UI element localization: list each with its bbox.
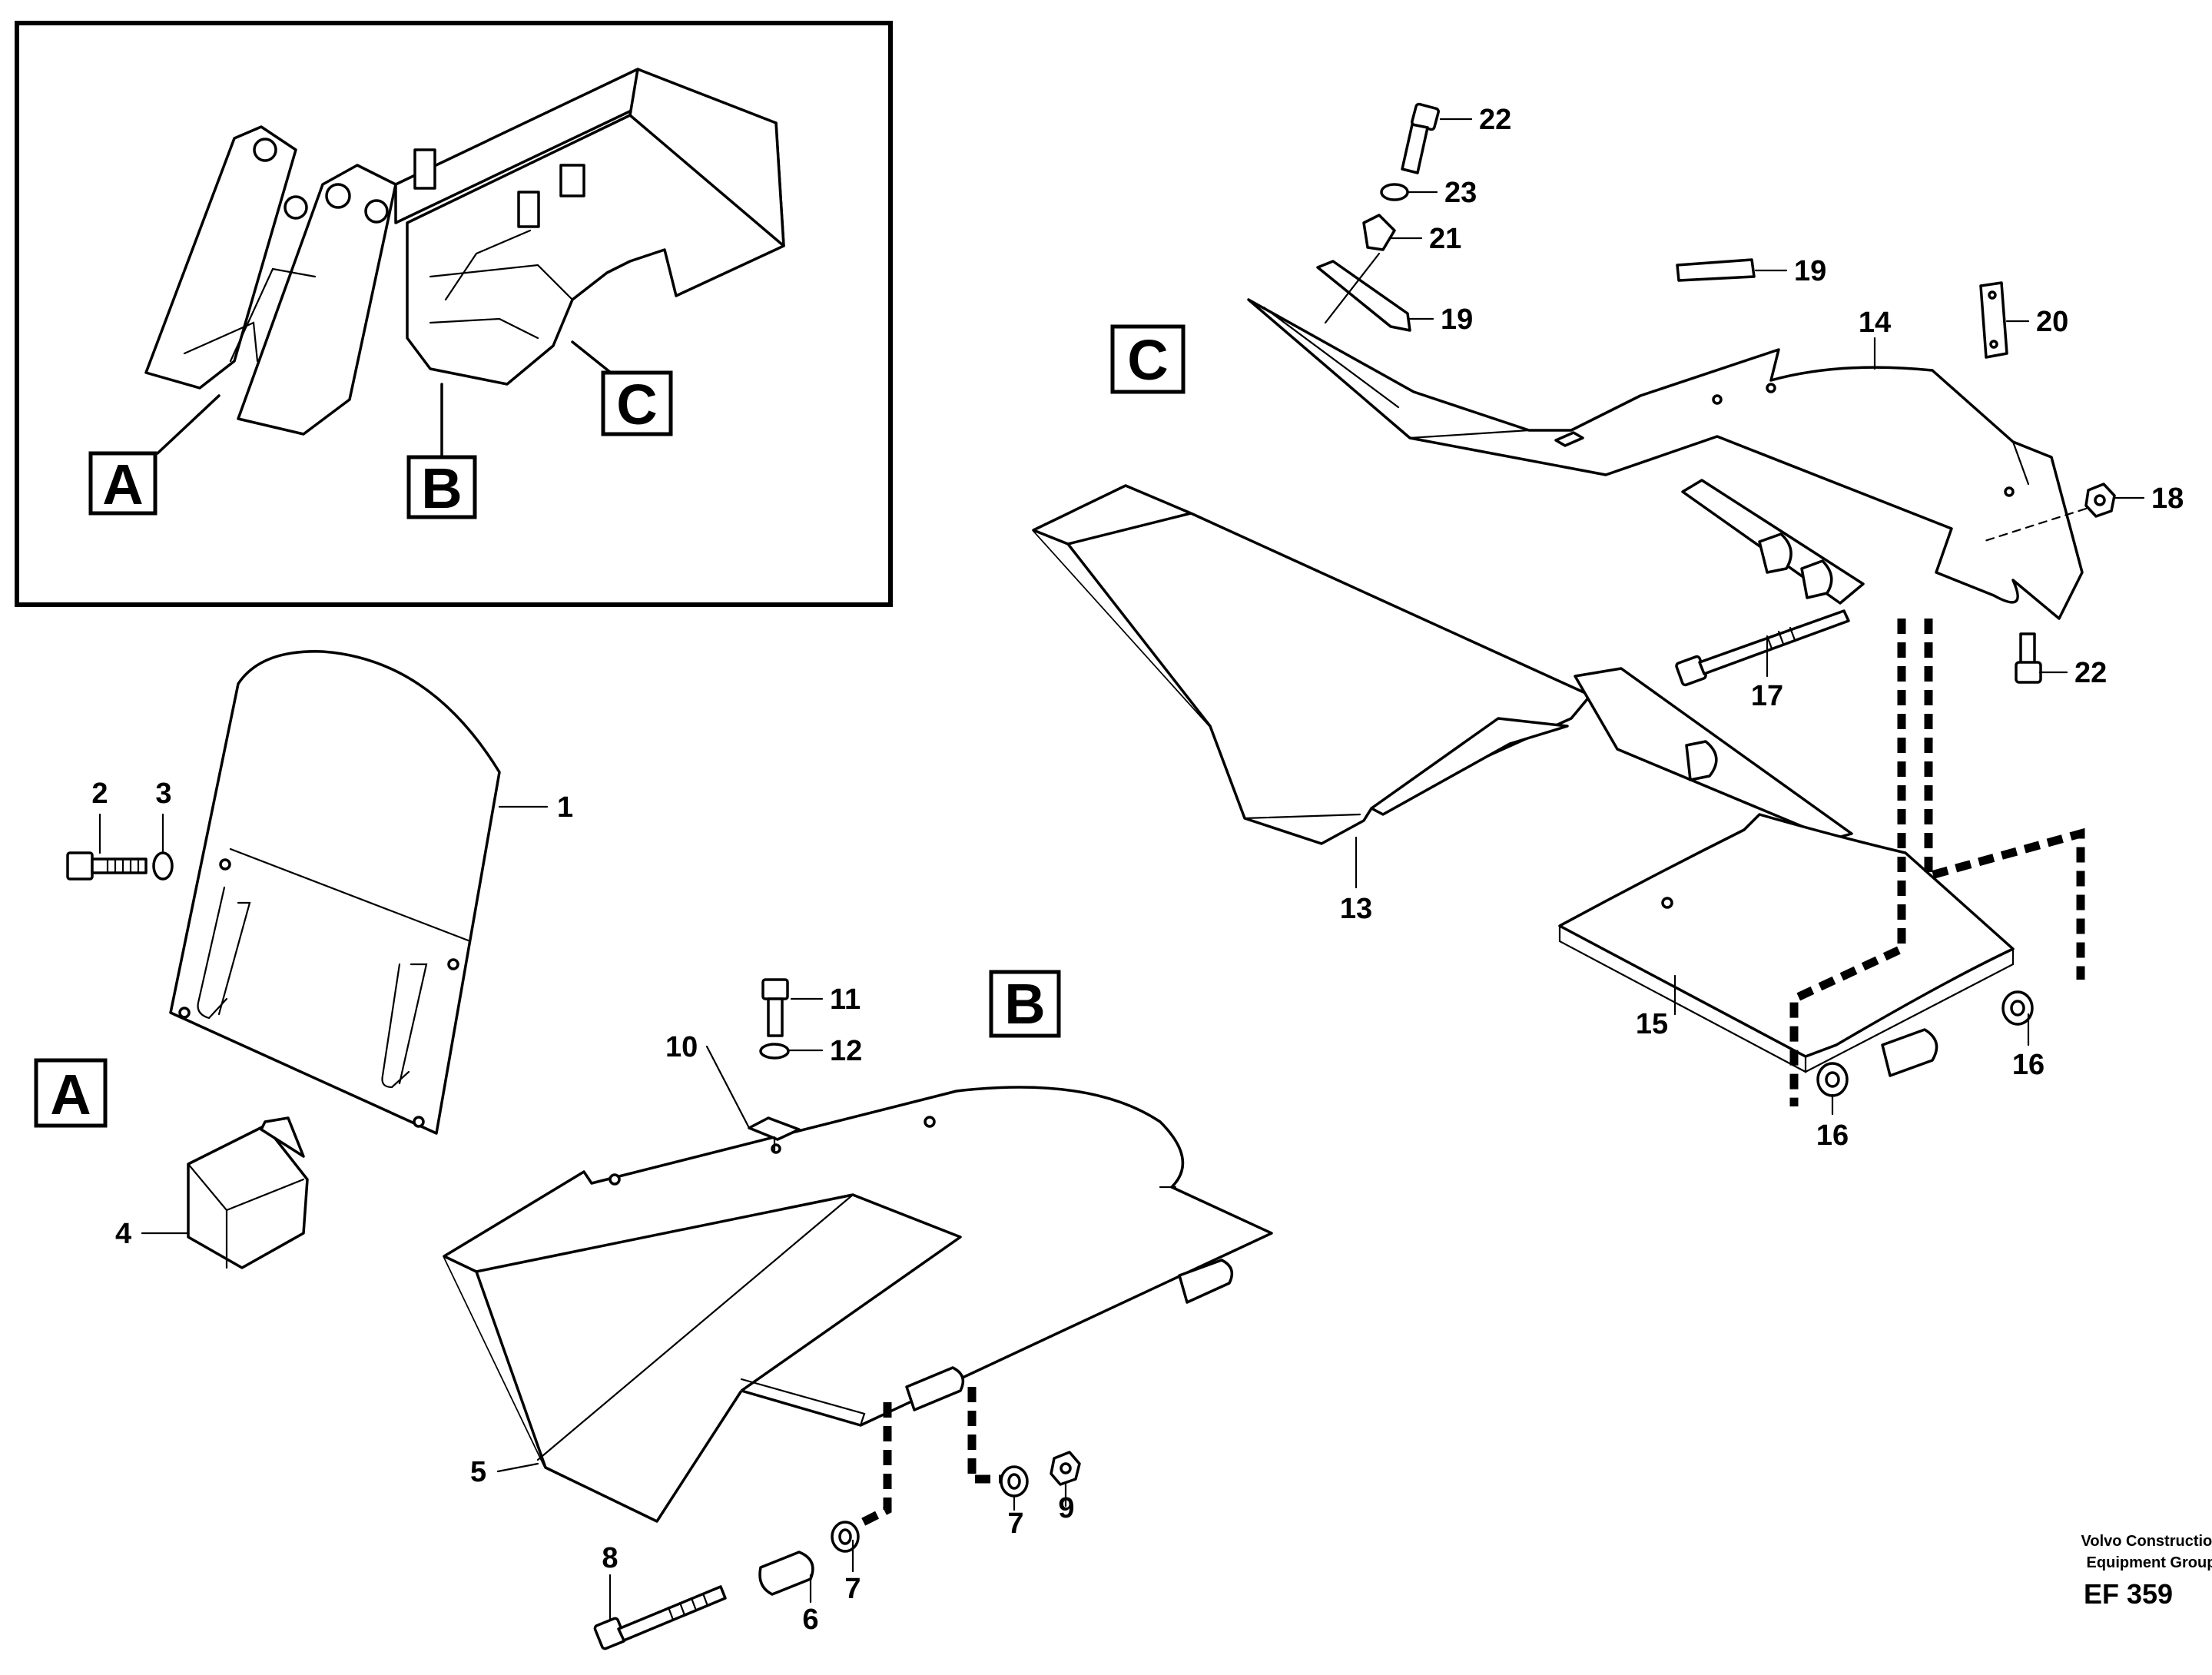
callout-19-right: 19 <box>1794 255 1826 287</box>
callout-17: 17 <box>1751 680 1783 712</box>
overview-panel: A B C <box>15 21 893 607</box>
part-19-upper-plate-strip <box>1676 258 1756 282</box>
part-17-bolt <box>1675 609 1850 687</box>
callout-2: 2 <box>91 778 108 810</box>
callout-5: 5 <box>470 1456 486 1488</box>
part-22-bolt-lower <box>2015 632 2042 684</box>
part-7-bushing-lower <box>831 1521 860 1553</box>
callout-3: 3 <box>155 778 171 810</box>
part-7-bushing-upper <box>1000 1465 1029 1498</box>
callout-22-lower: 22 <box>2074 657 2107 689</box>
part-15-lower-plate <box>1558 813 2015 1073</box>
section-c: C <box>1032 102 2145 1116</box>
callout-21: 21 <box>1429 223 1461 255</box>
part-5-guard-plate <box>443 1086 1273 1523</box>
part-6-bushing <box>758 1551 814 1596</box>
callout-8: 8 <box>602 1542 618 1574</box>
footer: Volvo Construction Equipment Group EF 35… <box>2081 1533 2212 1610</box>
part-4-bracket <box>187 1116 309 1269</box>
part-13-bracket <box>1032 484 1853 845</box>
part-16-bushing-right <box>2001 990 2034 1026</box>
overview-label-a: A <box>88 451 158 516</box>
part-mount-bracket <box>1681 479 1865 605</box>
callout-22-top: 22 <box>1479 104 1511 136</box>
callout-4: 4 <box>115 1218 131 1250</box>
callout-19-left: 19 <box>1441 303 1473 336</box>
callout-9: 9 <box>1058 1492 1074 1524</box>
svg-text:A: A <box>50 1063 91 1126</box>
callout-23: 23 <box>1444 177 1477 209</box>
callout-11: 11 <box>830 983 861 1016</box>
part-23-washer <box>1380 183 1409 201</box>
part-21-bushing <box>1362 214 1396 251</box>
part-12-washer <box>759 1043 790 1060</box>
part-22-bolt-top <box>1401 102 1440 174</box>
overview-label-b: B <box>406 455 477 520</box>
callout-labels: 2 3 1 4 11 12 10 5 7 9 6 7 8 22 23 21 19… <box>91 104 2184 1636</box>
svg-text:A: A <box>102 453 143 516</box>
figure-code: EF 359 <box>2084 1578 2173 1610</box>
part-3-washer <box>152 851 174 881</box>
part-9-nut <box>1050 1451 1081 1486</box>
section-label-a: A <box>34 1058 108 1128</box>
callout-13: 13 <box>1340 893 1372 925</box>
part-8-bolt <box>593 1585 727 1650</box>
part-1-cover-plate <box>169 650 501 1135</box>
callout-18: 18 <box>2151 483 2184 515</box>
frame-illustration <box>144 68 785 436</box>
overview-label-c: C <box>601 370 673 436</box>
part-11-bolt <box>761 978 789 1037</box>
part-bushing-middle <box>1881 1028 1938 1077</box>
company-line-1: Volvo Construction <box>2081 1533 2212 1550</box>
callout-12: 12 <box>830 1035 862 1067</box>
part-16-bushing-left <box>1816 1062 1849 1097</box>
section-label-c: C <box>1110 324 1186 394</box>
callout-1: 1 <box>557 791 573 824</box>
section-a: A <box>34 650 549 1269</box>
callout-15: 15 <box>1636 1008 1668 1040</box>
svg-text:B: B <box>421 456 462 520</box>
section-b: B <box>443 970 1273 1650</box>
company-line-2: Equipment Group <box>2087 1554 2212 1571</box>
callout-16-right: 16 <box>2012 1049 2045 1081</box>
callout-10: 10 <box>665 1031 698 1063</box>
part-10-plate <box>748 1116 801 1141</box>
part-18-nut <box>2084 483 2116 518</box>
part-19-strip-left <box>1316 260 1411 332</box>
part-14-upper-plate <box>1247 258 2084 620</box>
callout-7-upper: 7 <box>1007 1508 1023 1540</box>
callout-14: 14 <box>1859 307 1891 339</box>
svg-text:B: B <box>1004 972 1045 1036</box>
callout-16-left: 16 <box>1816 1119 1849 1152</box>
part-20-strip <box>1979 281 2008 359</box>
svg-text:C: C <box>616 373 657 436</box>
callout-6: 6 <box>802 1604 818 1636</box>
callout-7-lower: 7 <box>844 1573 861 1605</box>
svg-text:C: C <box>1127 328 1168 392</box>
part-2-bolt <box>66 851 148 881</box>
callout-20: 20 <box>2036 306 2068 338</box>
section-label-b: B <box>989 970 1061 1038</box>
